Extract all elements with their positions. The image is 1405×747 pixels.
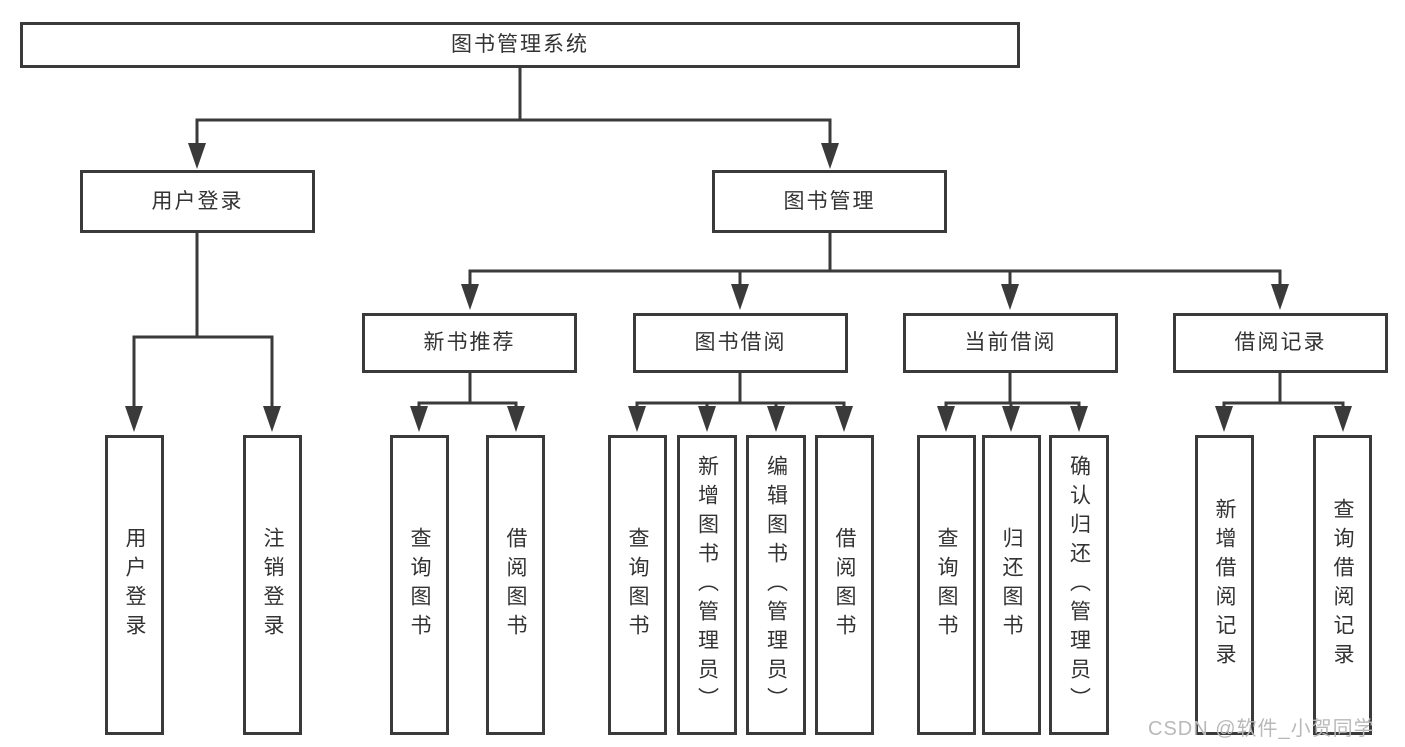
node-book-management: 图书管理 bbox=[712, 170, 947, 233]
node-leaf-query-borrow-record: 查询借阅记录 bbox=[1313, 435, 1372, 735]
node-leaf-user-login: 用户登录 bbox=[105, 435, 164, 735]
node-new-book-recommend: 新书推荐 bbox=[362, 313, 577, 373]
node-leaf-query-books-current: 查询图书 bbox=[917, 435, 976, 735]
node-leaf-confirm-return-admin: 确认归还（管理员） bbox=[1049, 435, 1109, 735]
node-library-system: 图书管理系统 bbox=[20, 22, 1020, 68]
node-leaf-edit-book-admin: 编辑图书（管理员） bbox=[746, 435, 806, 735]
node-leaf-query-books-borrow: 查询图书 bbox=[608, 435, 667, 735]
node-borrow-records: 借阅记录 bbox=[1173, 313, 1388, 373]
node-book-borrow: 图书借阅 bbox=[633, 313, 848, 373]
node-leaf-add-borrow-record: 新增借阅记录 bbox=[1195, 435, 1254, 735]
watermark: CSDN @软件_小贺同学 bbox=[1148, 718, 1375, 740]
node-leaf-return-books: 归还图书 bbox=[982, 435, 1041, 735]
node-current-borrow: 当前借阅 bbox=[903, 313, 1118, 373]
node-leaf-borrow-books: 借阅图书 bbox=[815, 435, 874, 735]
node-leaf-add-book-admin: 新增图书（管理员） bbox=[677, 435, 737, 735]
node-leaf-borrow-books-recommend: 借阅图书 bbox=[486, 435, 545, 735]
node-leaf-logout: 注销登录 bbox=[243, 435, 302, 735]
node-user-login: 用户登录 bbox=[80, 170, 315, 233]
node-leaf-query-books-recommend: 查询图书 bbox=[390, 435, 449, 735]
